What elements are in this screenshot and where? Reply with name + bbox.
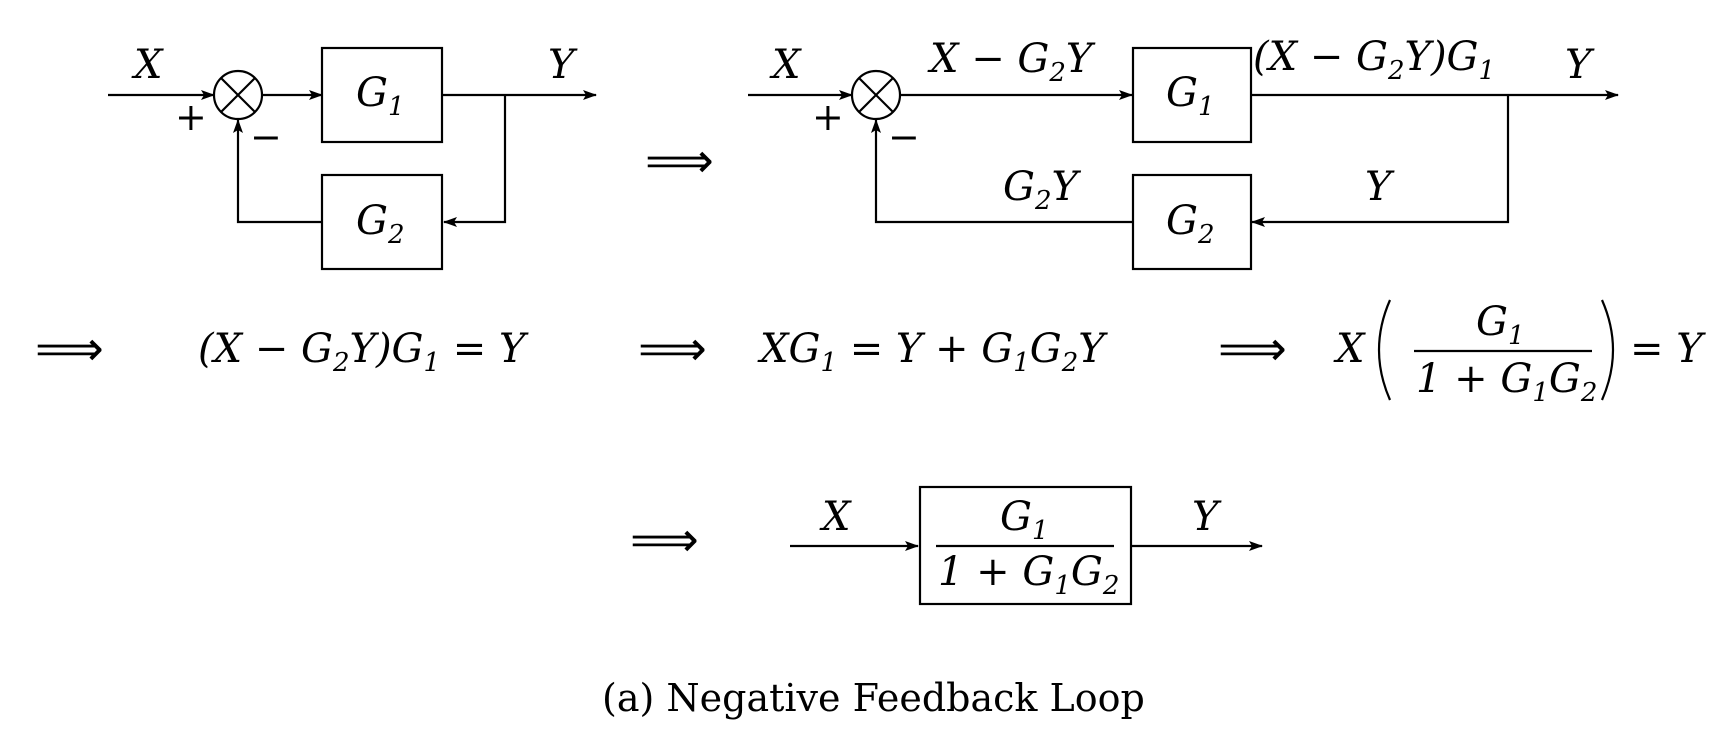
equation-3-rhs: = Y (1630, 326, 1706, 372)
implies-arrow-5: ⟹ (630, 512, 699, 568)
figure-caption: (a) Negative Feedback Loop (602, 676, 1145, 720)
forward-block-label: G1 (356, 70, 405, 122)
input-label-x: X (819, 494, 852, 540)
minus-sign: − (250, 115, 282, 159)
summing-junction (212, 69, 264, 121)
feedback-block-label: G2 (356, 198, 405, 250)
minus-sign: − (888, 115, 920, 159)
output-label-y: Y (1192, 494, 1222, 540)
derivation-row: ⟹ (X − G2Y)G1 = Y ⟹ XG1 = Y + G1G2Y ⟹ X … (35, 299, 1706, 408)
equation-3: X G1 1 + G1G2 = Y (1333, 299, 1706, 408)
forward-output-label: (X − G2Y)G1 (1253, 34, 1495, 86)
feedback-diagram-labeled: X + − X − G2Y G1 (X − G2Y)G1 Y Y G2 G2Y (748, 34, 1619, 271)
equation-1: (X − G2Y)G1 = Y (198, 326, 529, 378)
equation-3-numerator: G1 (1476, 299, 1525, 351)
implies-arrow-3: ⟹ (638, 321, 707, 377)
equation-3-denominator: 1 + G1G2 (1416, 356, 1597, 408)
implies-arrow-4: ⟹ (1218, 321, 1287, 377)
summing-junction (850, 69, 902, 121)
implies-arrow-1: ⟹ (645, 133, 714, 189)
input-label-x: X (131, 42, 164, 88)
block-denominator: 1 + G1G2 (938, 549, 1119, 601)
feedback-input-label: Y (1365, 164, 1395, 210)
plus-sign: + (812, 95, 844, 139)
output-label-y: Y (548, 42, 578, 88)
error-signal-label: X − G2Y (927, 36, 1096, 88)
block-numerator: G1 (1000, 494, 1049, 546)
right-paren (1600, 299, 1615, 401)
feedback-block-label: G2 (1166, 198, 1215, 250)
feedback-output-label: G2Y (1003, 164, 1082, 216)
output-label-y: Y (1565, 42, 1595, 88)
feedback-return-line (233, 119, 322, 224)
plus-sign: + (175, 95, 207, 139)
implies-arrow-2: ⟹ (35, 321, 104, 377)
feedback-return-line (871, 119, 1133, 224)
equation-2: XG1 = Y + G1G2Y (757, 326, 1108, 378)
input-label-x: X (769, 42, 802, 88)
left-paren (1377, 299, 1392, 401)
feedback-diagram-original: X + − G1 Y G2 (108, 42, 597, 271)
forward-block-label: G1 (1166, 70, 1215, 122)
feedback-takeoff-line (443, 95, 507, 227)
feedback-takeoff-line (1251, 95, 1510, 227)
equation-3-x: X (1333, 326, 1366, 372)
reduced-block-diagram: ⟹ X G1 1 + G1G2 Y (630, 485, 1263, 606)
